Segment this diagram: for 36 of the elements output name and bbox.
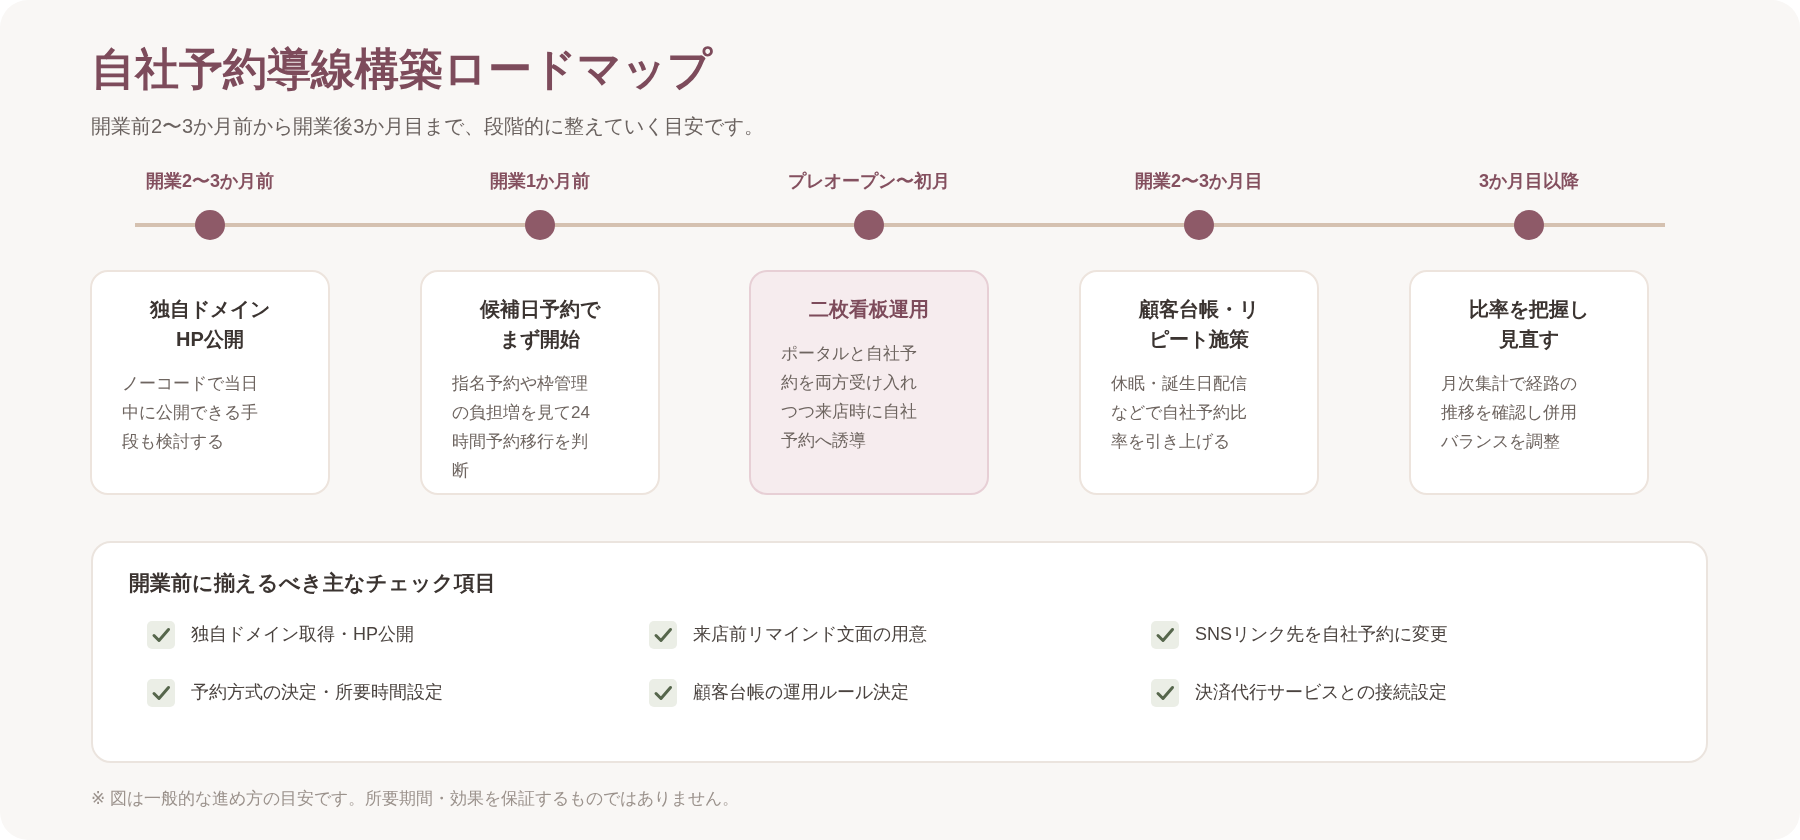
checklist-item: 顧客台帳の運用ルール決定	[693, 681, 909, 705]
timeline-card	[749, 270, 989, 495]
phase-label: 開業2〜3か月目	[1135, 170, 1263, 193]
footnote: ※ 図は一般的な進め方の目安です。所要期間・効果を保証するものではありません。	[91, 788, 739, 810]
checklist-item: 来店前リマインド文面の用意	[693, 623, 927, 647]
timeline-dot	[195, 210, 225, 240]
timeline-dot	[525, 210, 555, 240]
card-heading: 候補日予約でまず開始	[479, 297, 602, 353]
checklist-item: 独自ドメイン取得・HP公開	[191, 623, 414, 647]
timeline-card	[90, 270, 330, 495]
card-text: 月次集計で経路の推移を確認し併用バランスを調整	[1441, 373, 1578, 453]
card-text: 休眠・誕生日配信などで自社予約比率を引き上げる	[1111, 373, 1248, 453]
timeline-card	[1079, 270, 1319, 495]
subtitle: 開業前2〜3か月前から開業後3か月目まで、段階的に整えていく目安です。	[91, 114, 765, 139]
card-text: 指名予約や枠管理の負担増を見て24時間予約移行を判断	[452, 373, 591, 482]
title: 自社予約導線構築ロードマップ	[91, 44, 712, 96]
timeline-card	[1409, 270, 1649, 495]
phase-label: 開業2〜3か月前	[146, 170, 274, 193]
checklist-panel	[91, 541, 1708, 763]
phase-label: プレオープン〜初月	[788, 170, 950, 193]
checklist-item: 予約方式の決定・所要時間設定	[191, 681, 443, 705]
card-text: ポータルと自社予約を両方受け入れつつ来店時に自社予約へ誘導	[781, 343, 918, 452]
phase-label: 3か月目以降	[1479, 170, 1579, 193]
timeline-dot	[1514, 210, 1544, 240]
card-heading: 独自ドメインHP公開	[148, 297, 271, 352]
checklist-item: 決済代行サービスとの接続設定	[1195, 681, 1447, 705]
card-heading: 比率を把握し見直す	[1468, 297, 1590, 352]
card-text: ノーコードで当日中に公開できる手段も検討する	[122, 373, 259, 453]
card-heading: 顧客台帳・リピート施策	[1137, 297, 1260, 352]
checklist-heading: 開業前に揃えるべき主なチェック項目	[129, 570, 496, 597]
checklist-item: SNSリンク先を自社予約に変更	[1195, 623, 1448, 647]
timeline-dot	[1184, 210, 1214, 240]
card-heading: 二枚看板運用	[808, 297, 930, 322]
timeline-card	[420, 270, 660, 495]
timeline-dot	[854, 210, 884, 240]
phase-label: 開業1か月前	[490, 170, 590, 193]
